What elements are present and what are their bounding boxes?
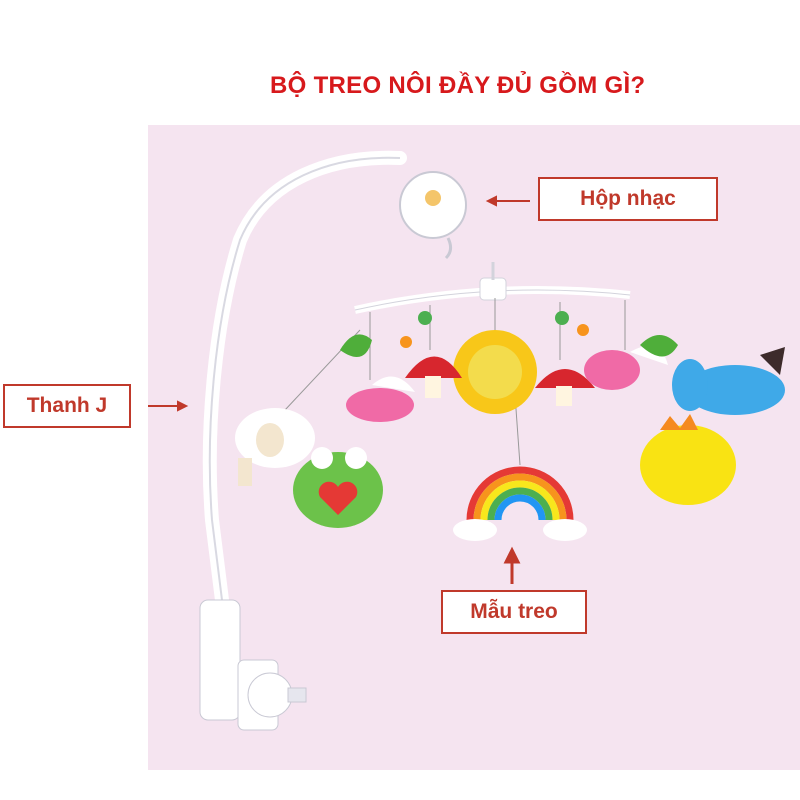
frog-toy bbox=[293, 447, 383, 528]
pink-bird-toy-left bbox=[346, 376, 415, 422]
rainbow-toy bbox=[466, 466, 574, 521]
sheep-toy bbox=[235, 408, 315, 486]
blue-horse-toy bbox=[672, 347, 785, 415]
leaf-toy bbox=[340, 334, 372, 358]
arrow-to-hanging-toys bbox=[503, 546, 521, 584]
j-bar-label: Thanh J bbox=[3, 384, 131, 428]
mushroom-toy-left bbox=[405, 356, 462, 398]
mushroom-toy-right bbox=[535, 369, 595, 406]
page-title: BỘ TREO NÔI ĐẦY ĐỦ GỒM GÌ? bbox=[270, 72, 646, 99]
sun-toy bbox=[453, 330, 537, 414]
leaf-toy bbox=[640, 335, 678, 357]
music-box bbox=[399, 171, 467, 260]
mobile-arms bbox=[354, 262, 631, 314]
crib-clamp bbox=[199, 599, 307, 731]
yellow-chick-toy bbox=[640, 414, 736, 505]
music-box-label: Hộp nhạc bbox=[538, 177, 718, 221]
hanging-toys-label: Mẫu treo bbox=[441, 590, 587, 634]
arrow-to-j-bar bbox=[148, 400, 189, 412]
arrow-to-music-box bbox=[485, 195, 530, 207]
